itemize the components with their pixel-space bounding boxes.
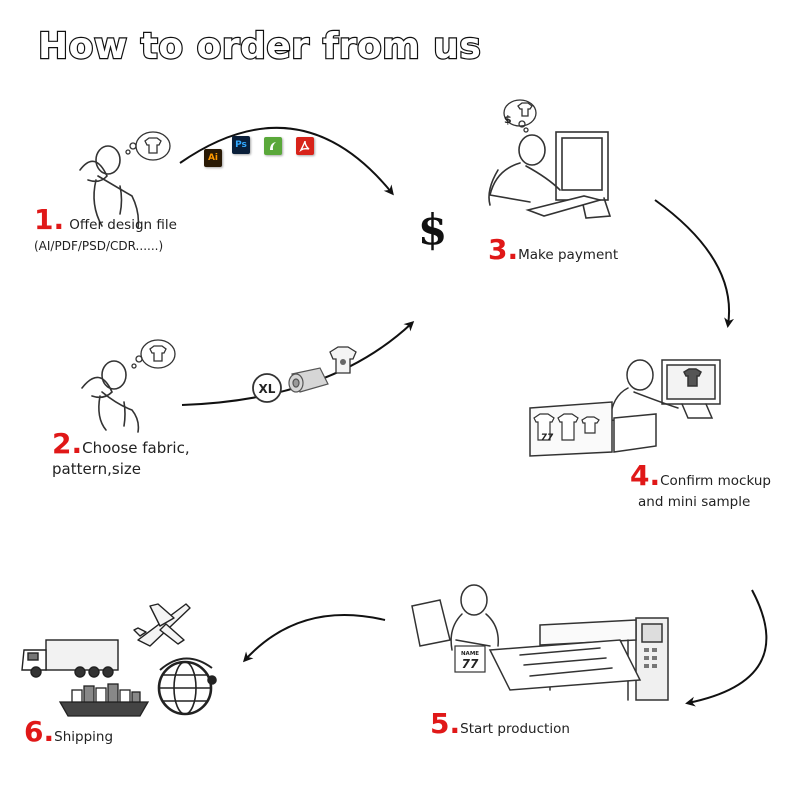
arrow-step4-to-step5 bbox=[685, 589, 768, 707]
step-2-sub: pattern,size bbox=[52, 460, 141, 479]
step-1-number: 1 bbox=[34, 203, 54, 236]
step-5: 5.Start production bbox=[430, 707, 570, 740]
arrow-step1-to-step3 bbox=[179, 126, 394, 196]
step-1-sub: (AI/PDF/PSD/CDR......) bbox=[34, 239, 164, 254]
step-4-label: Confirm mockup bbox=[660, 473, 771, 489]
globe-icon bbox=[157, 657, 217, 716]
step-6-number: 6 bbox=[24, 715, 44, 748]
illustrator-icon: Ai bbox=[204, 149, 222, 167]
step-2: 2.Choose fabric, pattern,size bbox=[52, 427, 190, 479]
arrow-step5-to-step6 bbox=[242, 614, 386, 663]
step-6: 6.Shipping bbox=[24, 715, 114, 748]
production-scene bbox=[411, 584, 669, 701]
fabric-roll-icon bbox=[288, 367, 329, 393]
arrow-step3-to-step4 bbox=[654, 199, 735, 328]
thinking-person-1 bbox=[79, 145, 140, 229]
size-badge-text: XL bbox=[259, 382, 276, 396]
thought-bubble-tshirt-2 bbox=[131, 339, 176, 369]
jersey-mockup-card bbox=[533, 413, 600, 441]
step-4-sub: and mini sample bbox=[638, 494, 751, 511]
photoshop-icon: Ps bbox=[232, 136, 250, 154]
truck-icon bbox=[21, 639, 119, 678]
jersey-number-text: 77 bbox=[462, 657, 479, 671]
step-2-number: 2 bbox=[52, 427, 72, 460]
step-3: 3.Make payment bbox=[488, 233, 619, 266]
pdf-icon bbox=[296, 137, 314, 155]
size-badge-icon: XL bbox=[252, 373, 282, 403]
production-jersey-label bbox=[454, 645, 486, 673]
step-4: 4.Confirm mockup and mini sample bbox=[630, 459, 771, 511]
mockup-scene bbox=[529, 359, 721, 457]
step-1-label: Offer design file bbox=[69, 217, 177, 233]
step-3-number: 3 bbox=[488, 233, 508, 266]
step-6-label: Shipping bbox=[54, 729, 114, 745]
step-5-number: 5 bbox=[430, 707, 450, 740]
step-2-label: Choose fabric, bbox=[82, 439, 190, 457]
airplane-icon bbox=[133, 603, 191, 647]
page-title: How to order from us bbox=[37, 25, 482, 68]
step-3-label: Make payment bbox=[518, 247, 619, 263]
mockup-jersey-number: 77 bbox=[541, 433, 554, 443]
thinking-person-2 bbox=[81, 360, 140, 433]
cargo-ship-icon bbox=[58, 683, 150, 717]
coreldraw-icon bbox=[264, 137, 282, 155]
step-4-number: 4 bbox=[630, 459, 650, 492]
thought-bubble-tshirt-1 bbox=[125, 131, 171, 161]
step-5-label: Start production bbox=[460, 721, 570, 737]
mini-dollar-icon: $ bbox=[504, 113, 512, 126]
dollar-sign-icon: $ bbox=[418, 205, 448, 254]
arrow-step2-to-step3 bbox=[181, 320, 415, 406]
thought-bubble-payment bbox=[503, 99, 537, 133]
jersey-name-text: NAME bbox=[461, 651, 479, 657]
person-at-computer bbox=[488, 131, 612, 219]
step-1: 1. Offer design file (AI/PDF/PSD/CDR....… bbox=[34, 203, 177, 254]
tshirt-icon bbox=[329, 346, 357, 374]
